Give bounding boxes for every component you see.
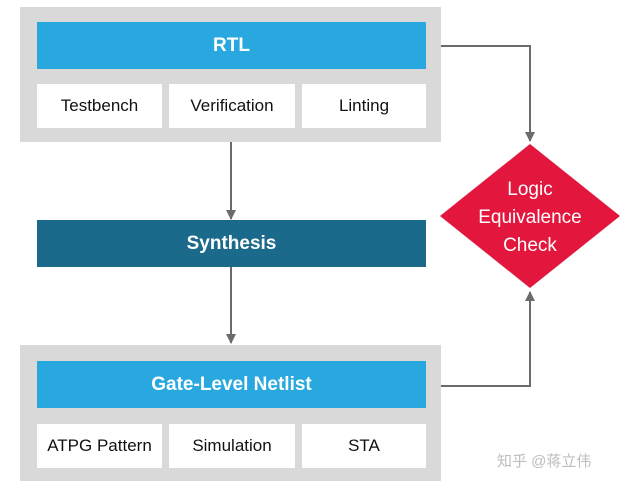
rtl-item-testbench: Testbench: [37, 84, 162, 128]
check-line-3: Check: [503, 235, 557, 256]
rtl-item-linting: Linting: [302, 84, 426, 128]
check-label: Logic Equivalence Check: [458, 176, 602, 260]
check-line-1: Logic: [507, 179, 553, 200]
netlist-title: Gate-Level Netlist: [151, 373, 312, 395]
synthesis-title: Synthesis: [186, 232, 277, 254]
netlist-header: Gate-Level Netlist: [37, 361, 426, 408]
rtl-item-verification: Verification: [169, 84, 295, 128]
arrow-netlist-to-check: [426, 291, 535, 387]
netlist-item-simulation: Simulation: [169, 424, 295, 468]
synthesis-bar: Synthesis: [37, 220, 426, 267]
check-line-2: Equivalence: [478, 207, 582, 228]
rtl-header: RTL: [37, 22, 426, 69]
rtl-title: RTL: [213, 34, 250, 56]
logic-equivalence-diamond: [440, 144, 620, 288]
netlist-item-sta: STA: [302, 424, 426, 468]
arrow-rtl-to-check: [426, 45, 535, 142]
watermark: 知乎 @蒋立伟: [497, 453, 592, 470]
netlist-item-atpg: ATPG Pattern: [37, 424, 162, 468]
